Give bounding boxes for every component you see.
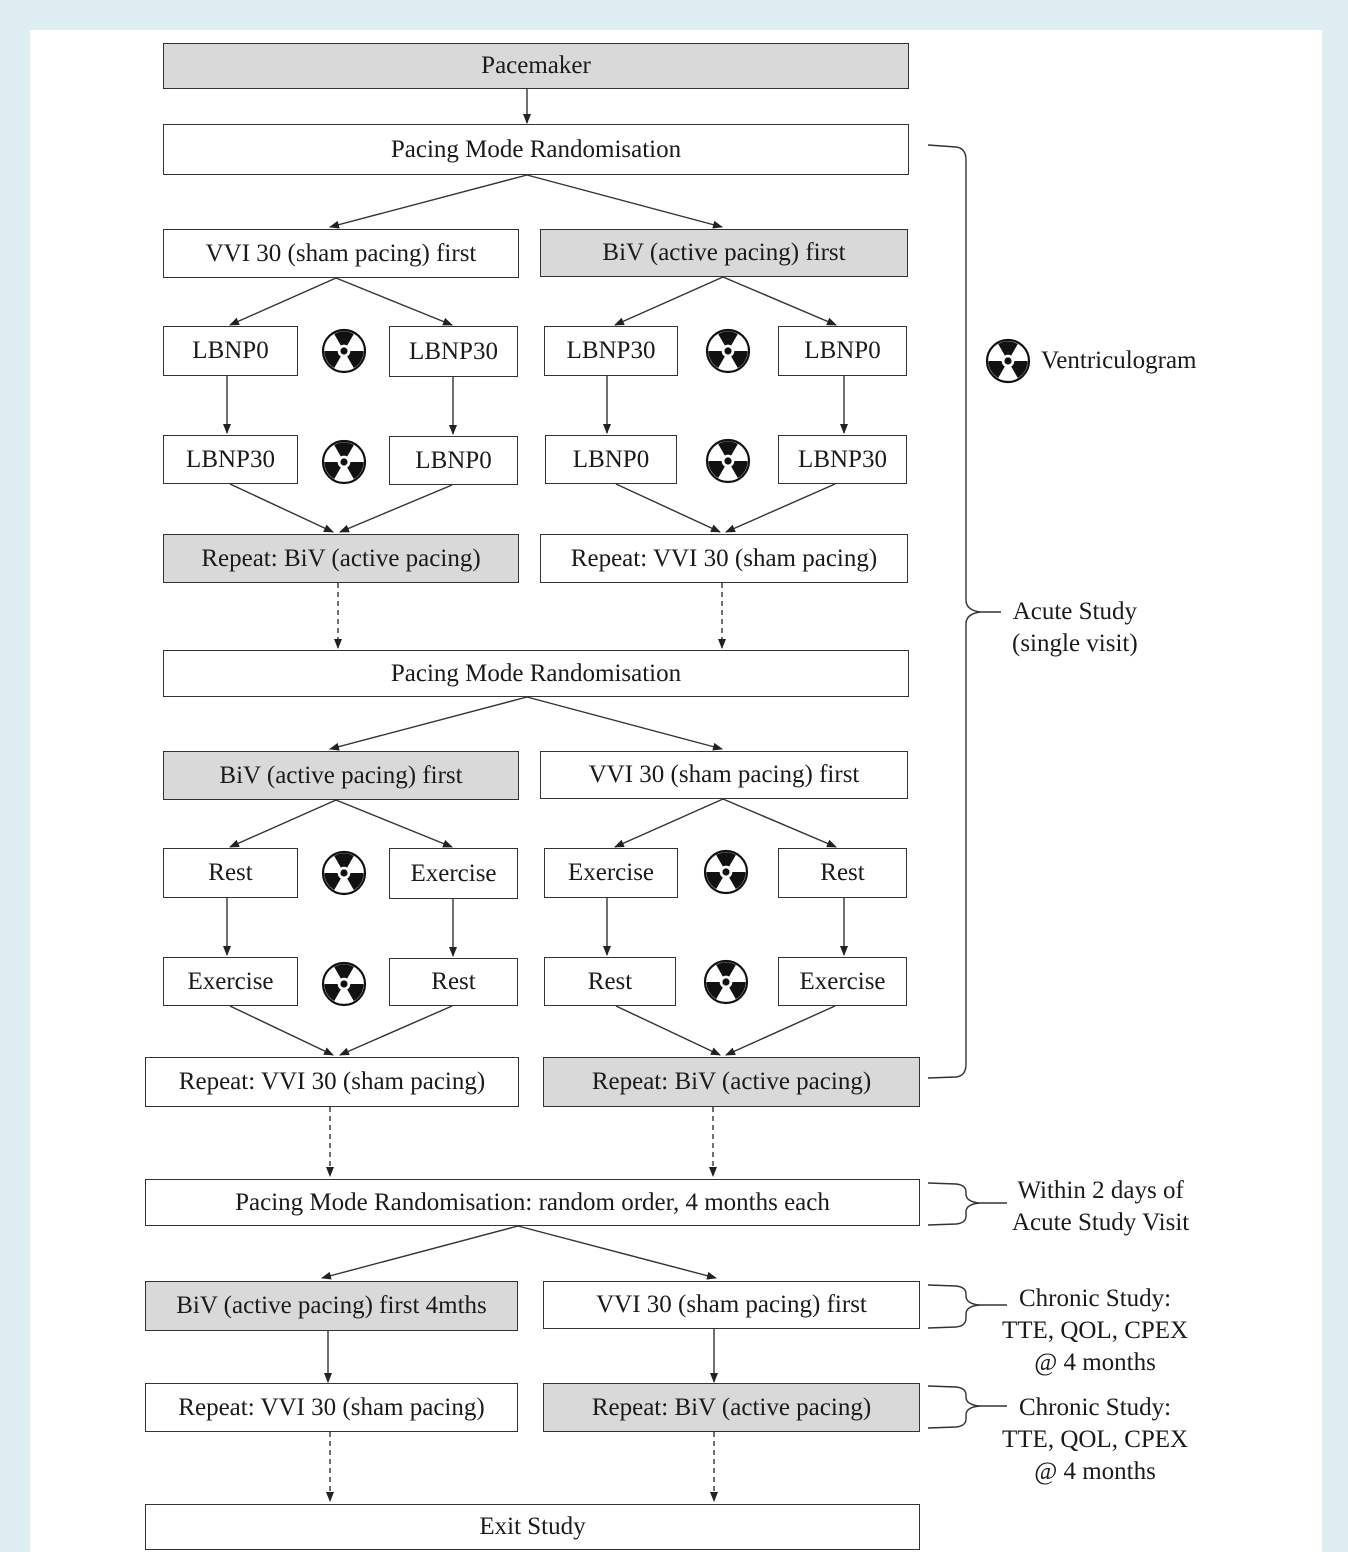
rest-exercise-box: Exercise — [163, 957, 298, 1006]
repeat-biv-box-b: Repeat: BiV (active pacing) — [543, 1057, 920, 1107]
radiation-trefoil-icon — [705, 328, 751, 374]
within-line-1: Within 2 days of — [1017, 1177, 1184, 1204]
chronic-study-label-2: Chronic Study: TTE, QOL, CPEX @ 4 months — [1002, 1392, 1188, 1488]
within-line-2: Acute Study Visit — [1012, 1209, 1190, 1236]
chronic-study-label-1: Chronic Study: TTE, QOL, CPEX @ 4 months — [1002, 1283, 1188, 1379]
connector-lines — [223, 88, 1007, 1502]
lbnp-box: LBNP0 — [545, 435, 677, 484]
pacemaker-box: Pacemaker — [163, 43, 909, 89]
rest-exercise-box: Rest — [389, 958, 518, 1006]
flow-diagram: Pacemaker Pacing Mode Randomisation VVI … — [30, 30, 1322, 1552]
biv-first-box-b: BiV (active pacing) first — [163, 751, 519, 800]
chronic2-line-1: Chronic Study: — [1019, 1394, 1172, 1421]
exit-study-box: Exit Study — [145, 1504, 920, 1550]
biv-first-box-c: BiV (active pacing) first 4mths — [145, 1281, 518, 1331]
repeat-vvi-box-a: Repeat: VVI 30 (sham pacing) — [540, 534, 908, 583]
vvi-first-box-c: VVI 30 (sham pacing) first — [543, 1281, 920, 1329]
legend-radiation-icon — [985, 338, 1031, 384]
within-2-days-label: Within 2 days of Acute Study Visit — [1012, 1175, 1189, 1239]
repeat-biv-box-c: Repeat: BiV (active pacing) — [543, 1383, 920, 1432]
repeat-vvi-box-c: Repeat: VVI 30 (sham pacing) — [145, 1383, 518, 1432]
radiation-trefoil-icon — [321, 850, 367, 896]
randomisation-box-2: Pacing Mode Randomisation — [163, 650, 909, 697]
rest-exercise-box: Exercise — [778, 957, 907, 1006]
acute-study-label: Acute Study (single visit) — [1012, 596, 1138, 660]
chronic1-line-3: @ 4 months — [1034, 1349, 1156, 1376]
lbnp-box: LBNP30 — [163, 435, 298, 484]
radiation-trefoil-icon — [321, 439, 367, 485]
radiation-trefoil-icon — [321, 328, 367, 374]
radiation-trefoil-icon — [703, 959, 749, 1005]
randomisation-box-3: Pacing Mode Randomisation: random order,… — [145, 1179, 920, 1226]
repeat-vvi-box-b: Repeat: VVI 30 (sham pacing) — [145, 1057, 519, 1107]
chronic2-line-3: @ 4 months — [1034, 1458, 1156, 1485]
radiation-trefoil-icon — [705, 438, 751, 484]
vvi-first-box-a: VVI 30 (sham pacing) first — [163, 229, 519, 278]
rest-exercise-box: Rest — [163, 848, 298, 898]
acute-study-line-1: Acute Study — [1012, 598, 1137, 625]
radiation-trefoil-icon — [321, 961, 367, 1007]
rest-exercise-box: Rest — [544, 957, 676, 1006]
lbnp-box: LBNP30 — [778, 435, 907, 484]
vvi-first-box-b: VVI 30 (sham pacing) first — [540, 751, 908, 799]
lbnp-box: LBNP0 — [778, 326, 907, 376]
lbnp-box: LBNP30 — [389, 326, 518, 377]
lbnp-box: LBNP0 — [389, 436, 518, 485]
randomisation-box-1: Pacing Mode Randomisation — [163, 124, 909, 175]
rest-exercise-box: Exercise — [389, 848, 518, 899]
chronic1-line-1: Chronic Study: — [1019, 1285, 1172, 1312]
lbnp-box: LBNP30 — [544, 326, 678, 376]
chronic1-line-2: TTE, QOL, CPEX — [1002, 1317, 1189, 1344]
biv-first-box-a: BiV (active pacing) first — [540, 229, 908, 277]
lbnp-box: LBNP0 — [163, 326, 298, 376]
rest-exercise-box: Exercise — [544, 848, 678, 898]
rest-exercise-box: Rest — [778, 848, 907, 898]
radiation-trefoil-icon — [703, 849, 749, 895]
repeat-biv-box-a: Repeat: BiV (active pacing) — [163, 534, 519, 583]
acute-study-line-2: (single visit) — [1012, 630, 1138, 657]
chronic2-line-2: TTE, QOL, CPEX — [1002, 1426, 1189, 1453]
legend-label: Ventriculogram — [1041, 347, 1197, 374]
